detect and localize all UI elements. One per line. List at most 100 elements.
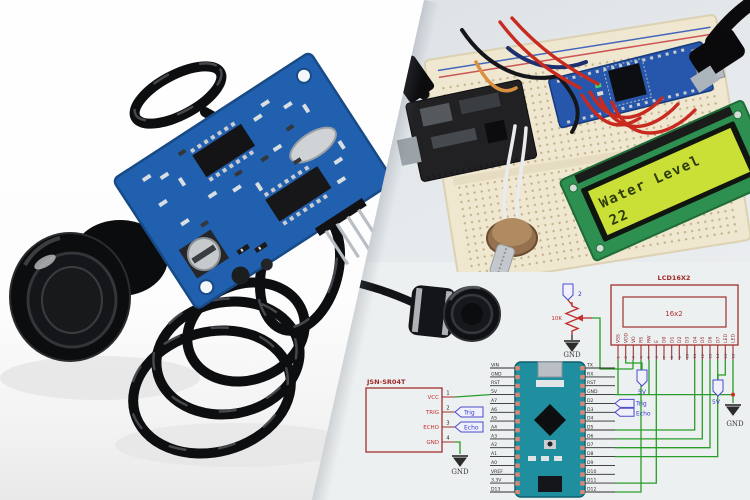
lcd-title: LCD16X2 <box>658 274 691 282</box>
pot-5v-flag <box>562 283 574 301</box>
junction-dot <box>731 392 735 397</box>
svg-text:A2: A2 <box>491 442 497 448</box>
svg-text:D13: D13 <box>491 487 500 493</box>
svg-text:13: 13 <box>707 353 712 358</box>
sensor-title: JSN-SR04T <box>366 378 406 386</box>
svg-text:RST: RST <box>491 380 500 386</box>
ic-chip <box>192 123 256 178</box>
lcd-gnd-symbol <box>724 404 742 416</box>
svg-text:D9: D9 <box>587 460 594 466</box>
lcd-line2: 22 <box>607 206 632 229</box>
potentiometer-photo <box>486 218 538 272</box>
svg-text:9: 9 <box>677 356 682 359</box>
pot-resistor <box>564 302 580 335</box>
svg-text:VIN: VIN <box>491 363 499 369</box>
svg-text:A0: A0 <box>491 460 497 466</box>
svg-text:A7: A7 <box>491 398 497 404</box>
svg-text:LED: LED <box>723 334 729 343</box>
svg-text:RS: RS <box>639 337 645 343</box>
svg-text:4: 4 <box>446 436 449 442</box>
svg-text:5V: 5V <box>491 389 498 395</box>
nano-mcu-symbol <box>534 404 566 436</box>
nano-trig-flag <box>614 398 635 408</box>
svg-text:D7: D7 <box>587 442 594 448</box>
product-photo-panel <box>0 0 424 500</box>
svg-text:2: 2 <box>623 356 628 359</box>
svg-text:GND: GND <box>491 371 502 377</box>
sensor-echo-flag <box>454 421 484 433</box>
svg-text:A3: A3 <box>491 433 497 439</box>
nano-trig-flag-label: Trig <box>635 401 647 408</box>
svg-text:15: 15 <box>723 353 728 358</box>
svg-text:TRIG: TRIG <box>425 410 439 416</box>
lcd-led-5v-label: 5V <box>712 399 721 406</box>
svg-text:10: 10 <box>684 353 689 358</box>
svg-text:5: 5 <box>646 356 651 359</box>
svg-text:D6: D6 <box>587 433 594 439</box>
nano-echo-flag <box>614 407 635 417</box>
svg-text:VO: VO <box>631 336 637 343</box>
sensor-gnd-label: GND <box>451 468 469 476</box>
svg-text:VREF: VREF <box>491 469 503 475</box>
svg-text:RW: RW <box>646 335 652 343</box>
transducer-probe <box>9 220 168 362</box>
breadboard-photo: Water Level 22 <box>364 0 750 272</box>
svg-text:D7: D7 <box>715 336 721 343</box>
sensor-trig-flag <box>454 406 484 418</box>
svg-text:D5: D5 <box>700 336 706 343</box>
nano-usb-symbol <box>537 361 563 378</box>
svg-text:7: 7 <box>661 356 666 359</box>
sensor-echo-flag-label: Echo <box>464 425 479 432</box>
svg-text:1: 1 <box>615 356 620 359</box>
svg-text:3: 3 <box>446 421 449 427</box>
svg-text:12: 12 <box>700 353 705 358</box>
lcd-screen-label: 16x2 <box>665 310 683 318</box>
pot-gnd-label: GND <box>563 351 581 359</box>
nano-echo-flag-label: Echo <box>636 411 651 418</box>
pot-value-label: 10K <box>551 316 562 322</box>
svg-text:GND: GND <box>587 389 598 395</box>
svg-text:LED: LED <box>731 334 737 343</box>
schematic-wires <box>454 317 734 493</box>
svg-text:D1: D1 <box>669 336 675 343</box>
jumper-wires <box>460 16 697 228</box>
sensor-trig-flag-label: Trig <box>463 410 475 417</box>
lcd-gnd-label: GND <box>726 420 744 428</box>
svg-text:D3: D3 <box>587 407 594 413</box>
svg-text:D3: D3 <box>685 336 691 343</box>
svg-text:11: 11 <box>692 353 697 358</box>
svg-text:16: 16 <box>730 353 735 358</box>
pot-pin-number: 2 <box>578 291 582 298</box>
svg-text:VCC: VCC <box>428 395 440 401</box>
svg-text:A5: A5 <box>491 416 497 422</box>
lcd-led-5v-flag <box>712 379 724 397</box>
svg-text:D6: D6 <box>708 336 714 343</box>
pot-wiper-arrow <box>576 314 583 322</box>
transducer-probe-photo <box>350 277 501 342</box>
crystal-oscillator <box>289 126 337 164</box>
svg-text:A1: A1 <box>491 451 497 457</box>
sensor-gnd-symbol <box>451 455 469 467</box>
svg-text:A6: A6 <box>491 407 497 413</box>
svg-text:D2: D2 <box>677 336 683 343</box>
lcd-module-photo: Water Level 22 <box>559 100 750 262</box>
svg-text:D8: D8 <box>587 451 594 457</box>
svg-text:8: 8 <box>669 356 674 359</box>
ic-chip <box>265 166 332 222</box>
svg-text:RX: RX <box>587 371 593 377</box>
svg-text:6: 6 <box>654 356 659 359</box>
svg-text:ECHO: ECHO <box>423 425 439 431</box>
pot-gnd-symbol <box>563 340 581 352</box>
jsn-sr04t-module-photo <box>113 52 394 309</box>
svg-text:TX: TX <box>586 363 593 369</box>
pin-header <box>314 197 367 237</box>
svg-text:1: 1 <box>446 391 449 397</box>
